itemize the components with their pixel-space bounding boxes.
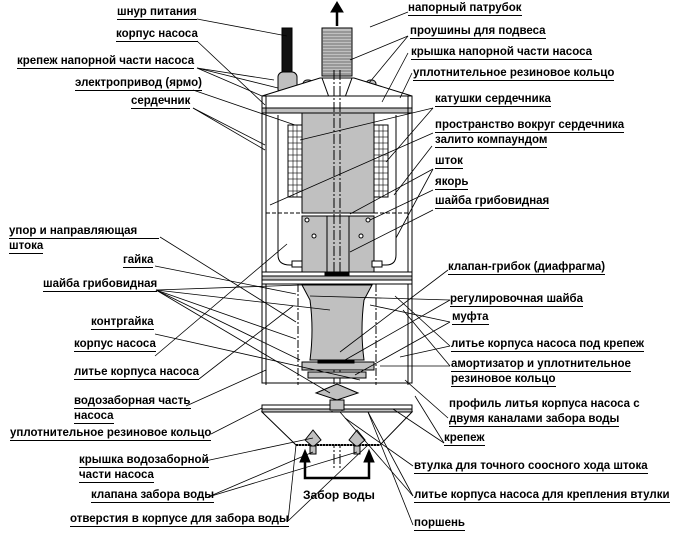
label-rubber-ring-top: уплотнительное резиновое кольцо <box>413 67 615 81</box>
label-casting-profile-line2: двумя каналами забора воды <box>449 413 620 427</box>
label-bushing-casting: литье корпуса насоса для крепления втулк… <box>414 489 670 503</box>
label-intake-cover: крышка водозаборной части насоса <box>79 453 209 483</box>
label-hanging-lugs: проушины для подвеса <box>410 25 546 39</box>
label-compound-line1: пространство вокруг сердечника <box>435 119 625 133</box>
power-cord <box>281 27 293 73</box>
label-rod-stop-guide-line2: штока <box>9 240 44 254</box>
core <box>301 112 375 214</box>
label-piston: поршень <box>414 517 465 531</box>
label-core-coils: катушки сердечника <box>435 93 551 107</box>
label-damper-line2: резиновое кольцо <box>451 373 556 387</box>
label-rod-stop-guide: упор и направляющая штока <box>9 224 159 254</box>
label-core: сердечник <box>131 95 191 109</box>
label-compound-line2: залито компаундом <box>435 134 548 148</box>
label-diaphragm-valve: клапан-грибок (диафрагма) <box>448 261 606 275</box>
label-pump-body-top: корпус насоса <box>116 28 198 42</box>
label-casting-profile: профиль литья корпуса насоса с двумя кан… <box>449 397 640 427</box>
label-intake-valves: клапана забора воды <box>91 489 215 503</box>
label-power-cord: шнур питания <box>117 6 197 20</box>
label-intake-part: водозаборная часть насоса <box>74 394 191 424</box>
label-adjusting-washer: регулировочная шайба <box>450 293 584 307</box>
label-mushroom-washer-left: шайба грибовидная <box>43 278 158 292</box>
label-bushing: втулка для точного соосного хода штока <box>414 460 648 474</box>
label-coupling: муфта <box>452 311 489 325</box>
intake-valves <box>304 429 366 455</box>
label-intake-cover-line1: крышка водозаборной <box>79 454 209 468</box>
label-intake-cover-line2: части насоса <box>79 469 154 483</box>
label-intake-part-line1: водозаборная часть <box>74 395 191 409</box>
outlet-pipe <box>321 27 353 77</box>
label-rubber-ring-bottom: уплотнительное резиновое кольцо <box>10 427 212 441</box>
label-fastener: крепеж <box>444 432 485 446</box>
up-arrow-icon <box>330 1 344 26</box>
label-armature: якорь <box>435 176 469 190</box>
label-pressure-cover: крышка напорной части насоса <box>411 46 593 60</box>
label-compound: пространство вокруг сердечника залито ко… <box>435 118 625 148</box>
label-damper: амортизатор и уплотнительное резиновое к… <box>451 357 631 387</box>
label-casting-profile-line1: профиль литья корпуса насоса с <box>449 398 640 410</box>
label-pressure-part-fastener: крепеж напорной части насоса <box>17 55 195 69</box>
label-pump-body-casting: литье корпуса насоса <box>74 366 200 380</box>
label-pump-body-mid: корпус насоса <box>74 338 156 352</box>
leader-lines <box>154 11 451 526</box>
label-mushroom-washer-right: шайба грибовидная <box>435 195 550 209</box>
label-intake-part-line2: насоса <box>74 410 114 424</box>
label-intake-holes: отверстия в корпусе для забора воды <box>70 513 289 527</box>
coils <box>287 124 389 198</box>
label-casting-under-fastener: литье корпуса насоса под крепеж <box>451 338 645 352</box>
label-rod-stop-guide-line1: упор и направляющая <box>9 225 159 239</box>
label-nut: гайка <box>123 254 154 268</box>
label-electric-drive: электропривод (ярмо) <box>75 77 202 91</box>
intake-cone <box>260 411 414 446</box>
label-outlet-pipe: напорный патрубок <box>408 2 522 16</box>
caption-water-intake: Забор воды <box>303 488 375 502</box>
label-locknut: контргайка <box>91 316 154 330</box>
label-damper-line1: амортизатор и уплотнительное <box>451 358 631 372</box>
label-rod: шток <box>435 155 463 169</box>
